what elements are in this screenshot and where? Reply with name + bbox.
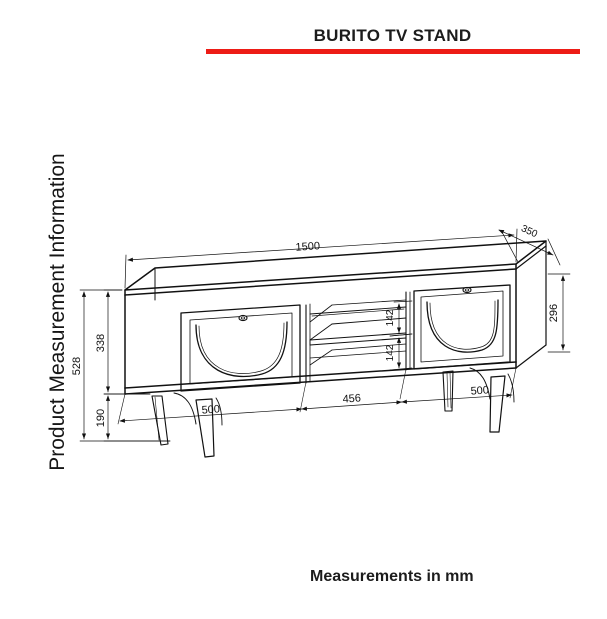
units-note: Measurements in mm — [310, 568, 474, 585]
dimension-label-190: 190 — [95, 409, 107, 427]
right-door-panel[interactable] — [413, 284, 511, 370]
leg-front-left — [173, 392, 223, 458]
dimension-center-width — [301, 400, 403, 411]
leg-rear-left — [151, 395, 169, 446]
center-shelf-section — [305, 291, 411, 384]
dimension-label-1500: 1500 — [295, 240, 320, 254]
dimension-bottom-extensions — [117, 367, 517, 425]
dimension-label-456: 456 — [342, 392, 361, 405]
dimension-label-left-500: 500 — [201, 403, 220, 416]
left-door-panel[interactable] — [180, 304, 301, 392]
dimension-label-142-lower: 142 — [385, 344, 396, 361]
dimension-label-296: 296 — [548, 304, 560, 322]
dimension-overall-depth — [498, 229, 561, 266]
dimension-cabinet-height — [103, 289, 151, 395]
title-underline-rule — [206, 49, 580, 54]
cabinet-body — [124, 240, 547, 395]
dimension-label-528: 528 — [71, 357, 83, 375]
dimension-cabinet-body-height — [547, 273, 571, 353]
dimension-label-right-500: 500 — [470, 384, 489, 397]
dimension-shelf-bay-lower — [389, 333, 413, 371]
right-door-knob[interactable] — [462, 286, 472, 294]
left-door-knob[interactable] — [238, 314, 248, 322]
dimension-label-350: 350 — [519, 223, 539, 240]
dimension-overall-width — [124, 228, 518, 289]
dimension-label-338: 338 — [95, 334, 107, 352]
dimension-leg-height — [103, 393, 171, 442]
page-title: BURITO TV STAND — [313, 26, 472, 45]
leg-front-right — [469, 367, 515, 433]
leg-rear-right — [442, 370, 454, 412]
dimension-label-142-upper: 142 — [385, 309, 396, 326]
dimension-right-door-width — [401, 393, 513, 404]
dimension-left-door-width — [119, 407, 303, 423]
